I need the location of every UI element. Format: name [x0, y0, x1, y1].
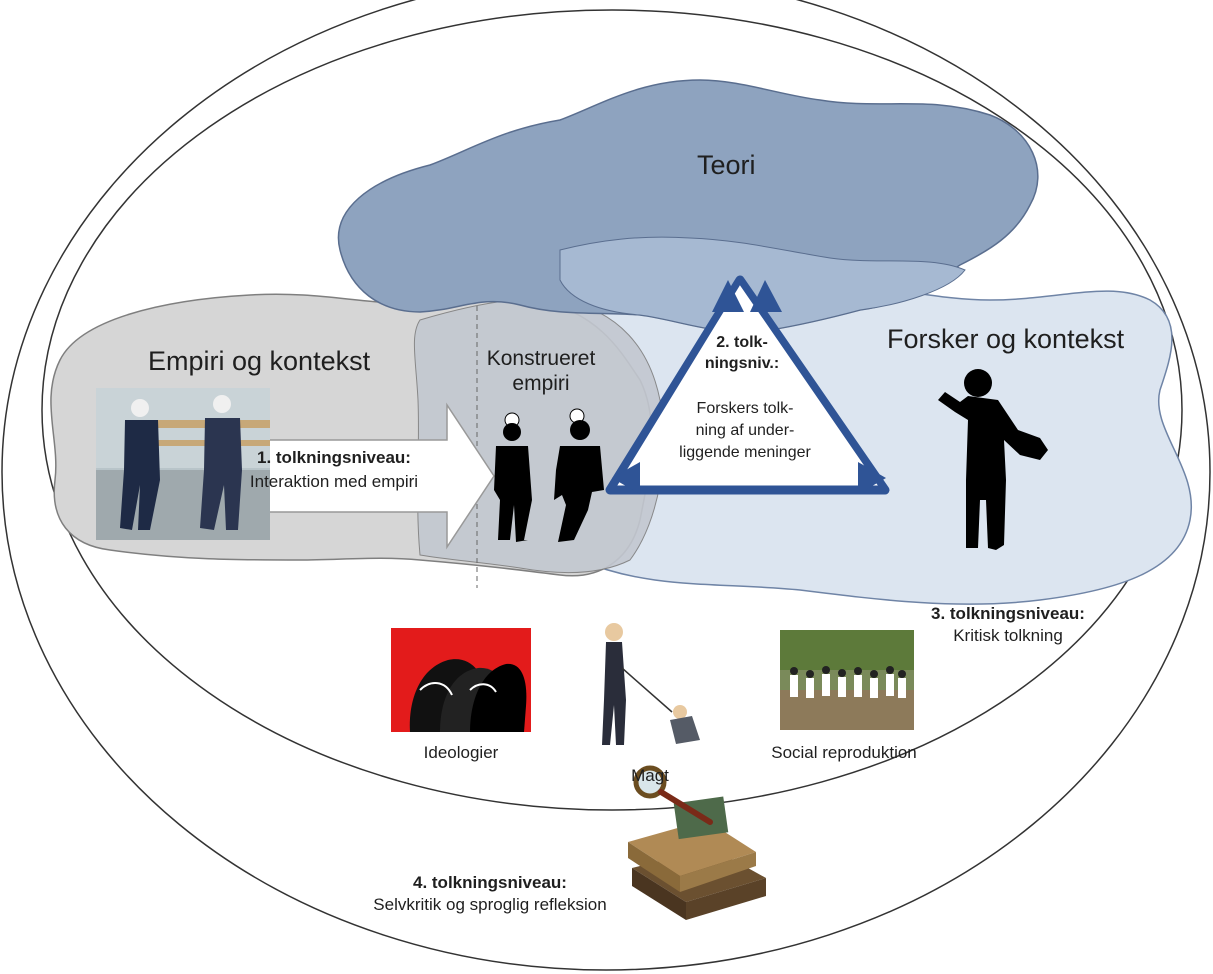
level2-text-line3: liggende meninger	[679, 444, 811, 461]
level2-text: Forskers tolk- ning af under- liggende m…	[665, 398, 825, 464]
magt-image	[590, 618, 716, 752]
ideologier-image	[391, 628, 531, 732]
konstrueret-title: Konstrueret empiri	[480, 346, 602, 396]
level1-title: 1. tolkningsniveau:	[257, 448, 411, 467]
researcher-silhouette	[938, 369, 1048, 550]
forsker-title: Forsker og kontekst	[887, 324, 1125, 354]
level3-text: Kritisk tolkning	[953, 626, 1063, 645]
level4-title: 4. tolkningsniveau:	[413, 873, 567, 892]
inner-ellipse	[41, 9, 1183, 811]
level3-title: 3. tolkningsniveau:	[931, 604, 1085, 623]
level3-label: 3. tolkningsniveau: Kritisk tolkning	[915, 603, 1101, 647]
magt-caption: Magt	[631, 766, 669, 785]
level2-title-line1: 2. tolk-	[716, 334, 768, 351]
teori-title: Teori	[697, 150, 756, 180]
books-magnifier-image	[628, 765, 766, 920]
social-caption: Social reproduktion	[771, 743, 917, 762]
workers-silhouette	[494, 408, 604, 542]
social-reproduktion-image	[780, 630, 914, 730]
teori-lower-lobe	[559, 236, 966, 333]
level4-label: 4. tolkningsniveau: Selvkritik og sprogl…	[338, 872, 642, 916]
workers-photo	[96, 388, 270, 540]
level2-title-line2: ningsniv.:	[704, 355, 780, 372]
ideologier-caption: Ideologier	[423, 743, 499, 762]
level4-text: Selvkritik og sproglig refleksion	[373, 895, 607, 914]
level2-text-line1: Forskers tolk-	[696, 400, 794, 417]
level1-text: Interaktion med empiri	[249, 472, 419, 491]
level2-text-line2: ning af under-	[695, 422, 795, 439]
konstrueret-line2: empiri	[512, 372, 570, 395]
empiri-title: Empiri og kontekst	[148, 346, 371, 376]
level2-label: 2. tolk- ningsniv.:	[680, 332, 804, 374]
konstrueret-line1: Konstrueret	[486, 347, 596, 370]
level1-label: 1. tolkningsniveau: Interaktion med empi…	[225, 446, 443, 494]
level2-triangle	[605, 275, 890, 495]
